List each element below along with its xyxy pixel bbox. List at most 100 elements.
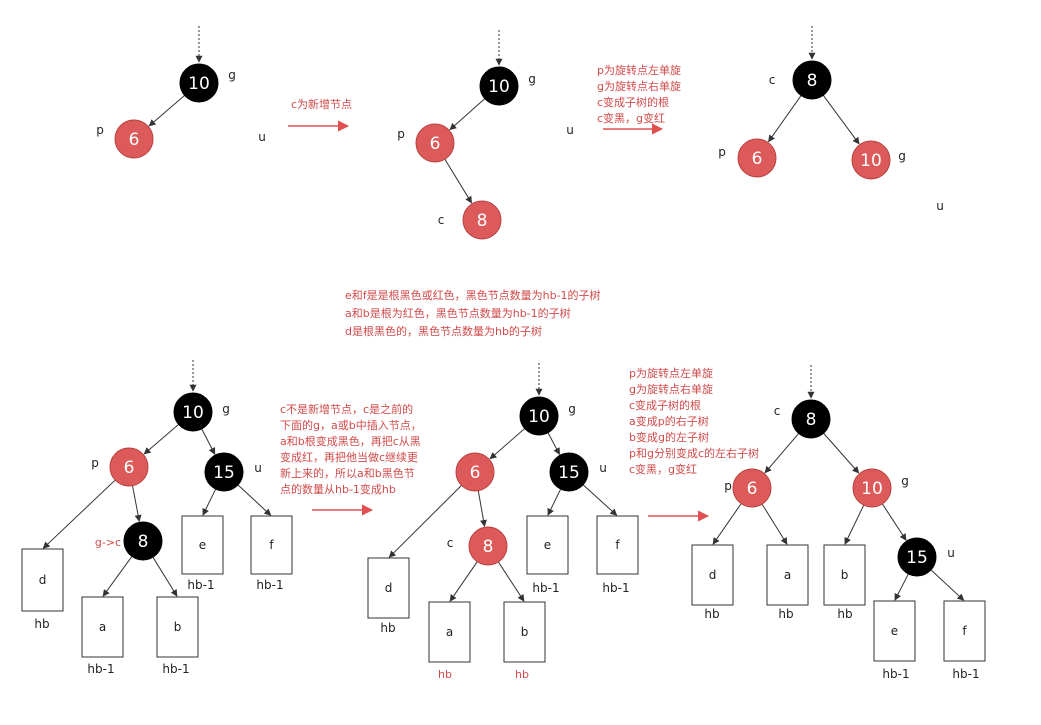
black-height-caption: hb (34, 617, 49, 631)
subtree-box-label: f (615, 538, 620, 552)
red-node-8 (851, 140, 891, 180)
subtree-box-7 (428, 601, 471, 663)
node-value: 10 (528, 407, 550, 427)
note-step1-rotation-line: g为旋转点右单旋 (597, 79, 681, 93)
subtree-box-10 (596, 515, 639, 575)
subtree-box-1 (21, 548, 64, 612)
edge-n12-b3 (152, 556, 178, 597)
red-caption: hb (515, 668, 529, 681)
node-value: 10 (182, 403, 204, 423)
black-node-3 (479, 66, 519, 106)
black-height-caption: hb-1 (187, 578, 214, 592)
subtree-box-label: e (544, 538, 551, 552)
node-role-label: u (566, 123, 574, 137)
edge-n11-b5 (237, 484, 272, 516)
subtree-box-label: b (521, 625, 529, 639)
edge-n18-b11 (712, 503, 742, 545)
black-height-caption: hb (837, 607, 852, 621)
red-node-4 (415, 123, 455, 163)
edge-n12-b2 (102, 556, 133, 597)
node-value: 15 (906, 548, 928, 568)
note-step2-rotation-line: g为旋转点右单旋 (629, 382, 713, 396)
note-new-node-line: c为新增节点 (291, 97, 352, 111)
black-node-11 (204, 452, 244, 492)
edge-n4-n5 (444, 158, 473, 204)
red-node-14 (455, 452, 495, 492)
black-height-caption: hb-1 (882, 667, 909, 681)
transition-arrows (288, 120, 710, 522)
subtree-box-3 (156, 596, 199, 658)
note-step2-rotation-line: c变黑，g变红 (629, 462, 697, 476)
edge-n3-n4 (449, 98, 486, 131)
subtree-box-label: b (174, 620, 182, 634)
subtree-box-14 (873, 600, 916, 662)
note-not-new-node-line: 下面的g，a或b中插入节点， (280, 418, 422, 432)
subtree-box-label: d (385, 581, 393, 595)
edge-n10-n12 (132, 485, 142, 523)
black-node-20 (897, 537, 937, 577)
note-step2-rotation-line: a变成p的右子树 (629, 414, 709, 428)
note-step2-rotation-line: p和g分别变成c的左右子树 (629, 446, 759, 460)
note-step1-rotation-line: c变黑，g变红 (597, 111, 665, 125)
node-value: 8 (807, 71, 818, 91)
subtree-box-4 (181, 515, 224, 575)
black-node-6 (792, 60, 832, 100)
subtree-boxes (21, 515, 986, 663)
subtree-box-12 (766, 544, 809, 606)
red-node-5 (462, 200, 502, 240)
black-height-caption: hb-1 (256, 578, 283, 592)
note-not-new-node: c不是新增节点，c是之前的下面的g，a或b中插入节点，a和b根变成黑色，再把c从… (280, 402, 422, 496)
note-not-new-node-line: 点的数量从hb-1变成hb (280, 482, 396, 496)
black-height-caption: hb (778, 607, 793, 621)
node-value: 6 (470, 463, 481, 483)
red-caption: g->c (95, 536, 121, 549)
note-step2-rotation-line: p为旋转点左单旋 (629, 366, 713, 380)
edge-n17-n18 (764, 433, 800, 474)
black-height-caption: hb (380, 621, 395, 635)
red-node-10 (109, 447, 149, 487)
parent-link-dotted-arrows (189, 26, 816, 399)
black-height-caption: hb-1 (952, 667, 979, 681)
node-role-label: g (901, 474, 909, 488)
node-role-label: g (228, 68, 236, 82)
node-value: 6 (124, 458, 135, 478)
black-height-caption: hb (704, 607, 719, 621)
subtree-box-label: a (784, 568, 791, 582)
node-role-label: p (91, 456, 99, 470)
node-value: 15 (558, 463, 580, 483)
red-node-18 (732, 468, 772, 508)
node-value: 10 (861, 479, 883, 499)
node-role-label: c (774, 404, 781, 418)
edge-n6-n7 (768, 95, 802, 143)
node-value: 10 (188, 74, 210, 94)
black-height-caption: hb-1 (602, 581, 629, 595)
note-step2-rotation-line: b变成g的左子树 (629, 430, 709, 444)
node-value: 8 (806, 410, 817, 430)
subtree-box-5 (250, 515, 293, 575)
red-node-2 (114, 119, 154, 159)
node-role-label: g (528, 72, 536, 86)
note-new-node: c为新增节点 (291, 97, 352, 111)
note-subtree-description-line: e和f是是根黑色或红色，黑色节点数量为hb-1的子树 (345, 288, 601, 302)
tree-edges (42, 94, 965, 602)
subtree-box-label: e (199, 538, 206, 552)
node-role-label: g (222, 402, 230, 416)
node-role-label: p (96, 123, 104, 137)
node-value: 6 (747, 479, 758, 499)
edge-n13-n15 (547, 432, 560, 455)
tree-nodes (109, 60, 937, 577)
subtree-box-label: d (39, 573, 47, 587)
edge-n16-b7 (449, 561, 478, 602)
edge-n1-n2 (148, 95, 185, 127)
red-node-16 (468, 526, 508, 566)
edge-n15-b9 (547, 488, 562, 516)
node-role-label: u (258, 130, 266, 144)
node-role-label: c (769, 73, 776, 87)
subtree-box-label: f (962, 624, 967, 638)
edge-n15-b10 (582, 484, 618, 516)
note-subtree-description-line: d是根黑色的，黑色节点数量为hb的子树 (345, 324, 542, 338)
subtree-box-label: f (269, 538, 274, 552)
edge-n19-n20 (881, 503, 907, 541)
